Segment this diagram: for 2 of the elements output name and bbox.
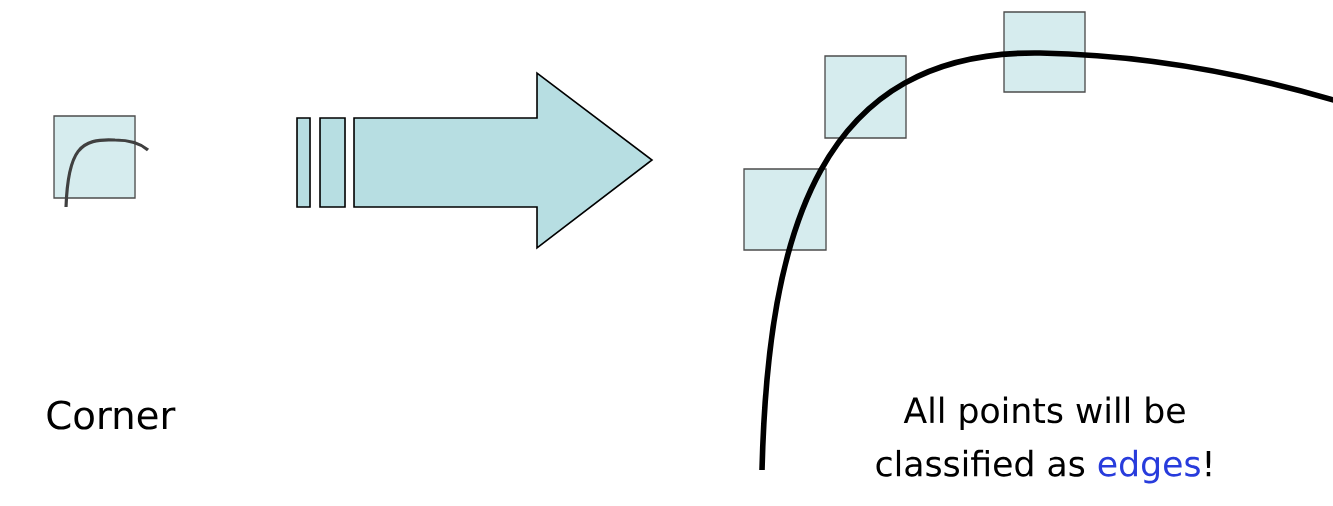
- caption: All points will be classified as edges !: [876, 396, 1211, 484]
- caption: Corner: [47, 400, 176, 430]
